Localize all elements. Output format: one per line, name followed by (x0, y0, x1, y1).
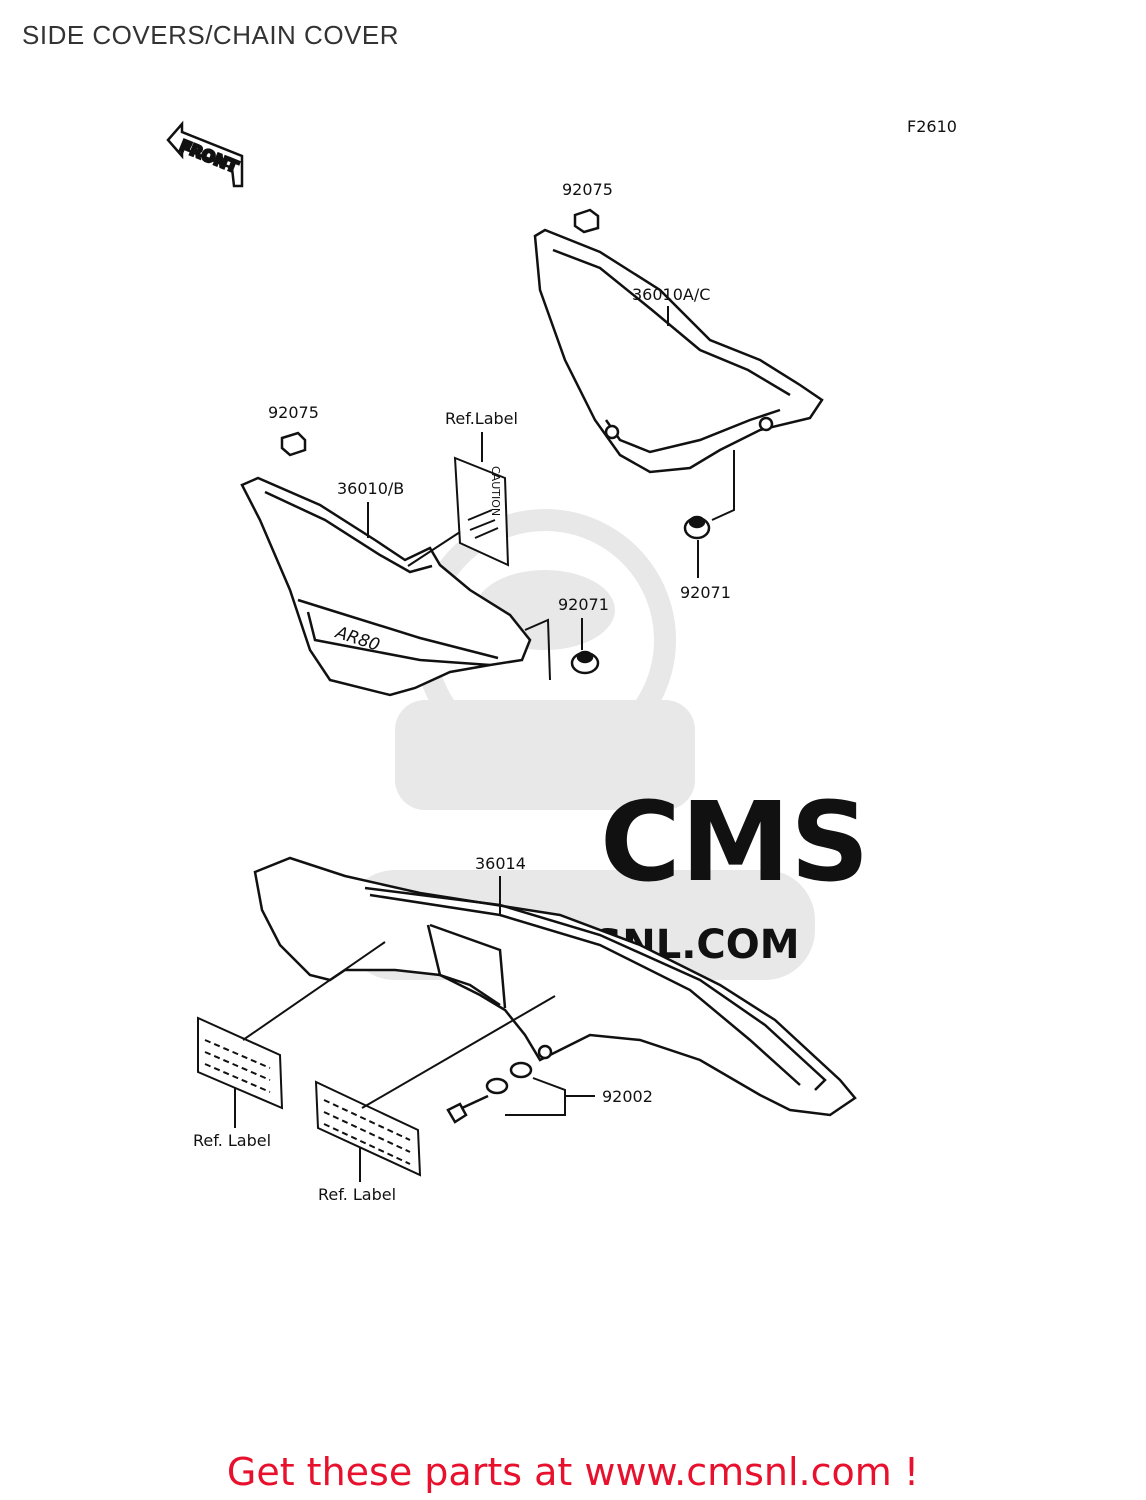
grommet-92075-top (573, 208, 600, 234)
front-arrow-icon: FRONT (166, 120, 244, 188)
callout-ref-label-bottom: Ref. Label (318, 1185, 396, 1204)
footer-cta[interactable]: Get these parts at www.cmsnl.com ! (0, 1450, 1146, 1494)
caution-text: CAUTION (489, 466, 502, 516)
caution-decal: CAUTION (453, 456, 510, 567)
ref-label-bottom (314, 1080, 422, 1177)
callout-ref-label-left: Ref. Label (193, 1131, 271, 1150)
bolt-washers-92002 (446, 1061, 533, 1124)
grommet-92075-left (280, 431, 307, 457)
grommet-92071-right (683, 515, 711, 540)
callout-92002: 92002 (602, 1087, 653, 1106)
callout-92075-top: 92075 (562, 180, 613, 199)
watermark-brand: CMS (600, 778, 869, 906)
side-cover-right (533, 228, 824, 474)
grommet-92071-mid (570, 650, 600, 675)
callout-ref-label-top: Ref.Label (445, 409, 518, 428)
callout-36010ac: 36010A/C (632, 285, 710, 304)
callout-92071-right: 92071 (680, 583, 731, 602)
figure-code: F2610 (907, 117, 957, 136)
callout-36010b: 36010/B (337, 479, 404, 498)
page-title: SIDE COVERS/CHAIN COVER (22, 20, 400, 50)
callout-36014: 36014 (475, 854, 526, 873)
side-cover-left: AR80 (240, 476, 532, 697)
ref-label-left (197, 1016, 284, 1110)
callout-92075-left: 92075 (268, 403, 319, 422)
callout-92071-mid: 92071 (558, 595, 609, 614)
footer-link[interactable]: Get these parts at www.cmsnl.com ! (226, 1450, 920, 1494)
